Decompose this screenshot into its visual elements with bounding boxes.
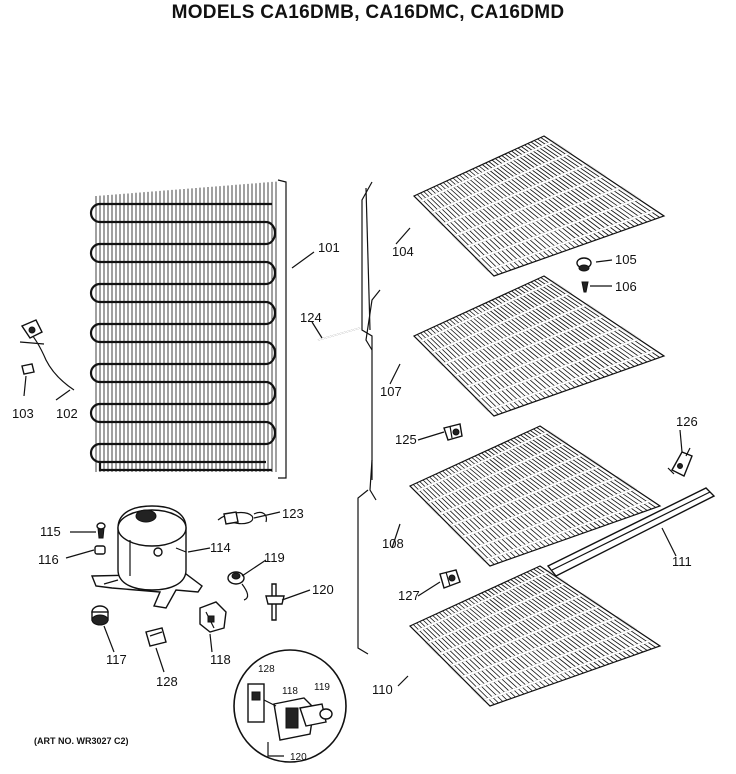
callout-119: 119 <box>264 550 285 565</box>
callout-115: 115 <box>40 524 61 539</box>
detail-callout-118: 118 <box>282 686 298 697</box>
art-number: (ART NO. WR3027 C2) <box>34 736 129 746</box>
callout-105: 105 <box>615 252 637 267</box>
callout-120: 120 <box>312 582 334 597</box>
callout-124: 124 <box>300 310 322 325</box>
callout-110: 110 <box>372 682 393 697</box>
detail-callout-120: 120 <box>290 752 307 763</box>
grommet-116 <box>94 545 106 555</box>
callout-114: 114 <box>210 540 231 555</box>
callout-102: 102 <box>56 406 78 421</box>
evaporator-frame <box>357 181 381 655</box>
screw-106 <box>581 281 589 293</box>
leader-lines <box>23 227 683 687</box>
callout-118: 118 <box>210 652 231 667</box>
callout-106: 106 <box>615 279 637 294</box>
callout-125: 125 <box>395 432 417 447</box>
compressor-114 <box>90 505 203 609</box>
detail-inset <box>233 649 347 763</box>
callout-104: 104 <box>392 244 414 259</box>
callout-103: 103 <box>12 406 34 421</box>
callout-128: 128 <box>156 674 178 689</box>
detail-callout-119: 119 <box>314 682 330 693</box>
harness-102 <box>19 319 75 391</box>
callout-123: 123 <box>282 506 304 521</box>
trim-strip-111 <box>546 487 716 577</box>
callout-117: 117 <box>106 652 127 667</box>
callout-101: 101 <box>318 240 340 255</box>
callout-127: 127 <box>398 588 420 603</box>
callout-111: 111 <box>672 554 692 569</box>
clip-127 <box>439 569 461 589</box>
shelf-110 <box>408 565 662 707</box>
shelf-108 <box>408 425 662 567</box>
shelf-evaporators <box>408 135 666 707</box>
cover-128 <box>145 627 167 647</box>
grommet-117 <box>91 605 109 626</box>
callout-126: 126 <box>676 414 698 429</box>
clamp-103 <box>21 363 35 375</box>
clip-120 <box>265 583 285 621</box>
shelf-104 <box>412 135 666 277</box>
callout-labels: 101 104 105 106 124 107 125 126 108 111 … <box>12 240 698 763</box>
clip-125 <box>443 423 463 441</box>
thermostat-126 <box>667 447 693 477</box>
condenser-101 <box>89 179 287 479</box>
grommet-105 <box>576 257 592 272</box>
bolt-115 <box>96 522 106 539</box>
wire-123 <box>217 511 267 525</box>
diagram-title: MODELS CA16DMB, CA16DMC, CA16DMD <box>171 2 565 23</box>
shelf-107 <box>412 275 666 417</box>
callout-108: 108 <box>382 536 404 551</box>
overload-119 <box>227 571 249 601</box>
callout-107: 107 <box>380 384 402 399</box>
detail-callout-128: 128 <box>258 664 275 675</box>
callout-116: 116 <box>38 552 59 567</box>
relay-118 <box>199 601 227 633</box>
